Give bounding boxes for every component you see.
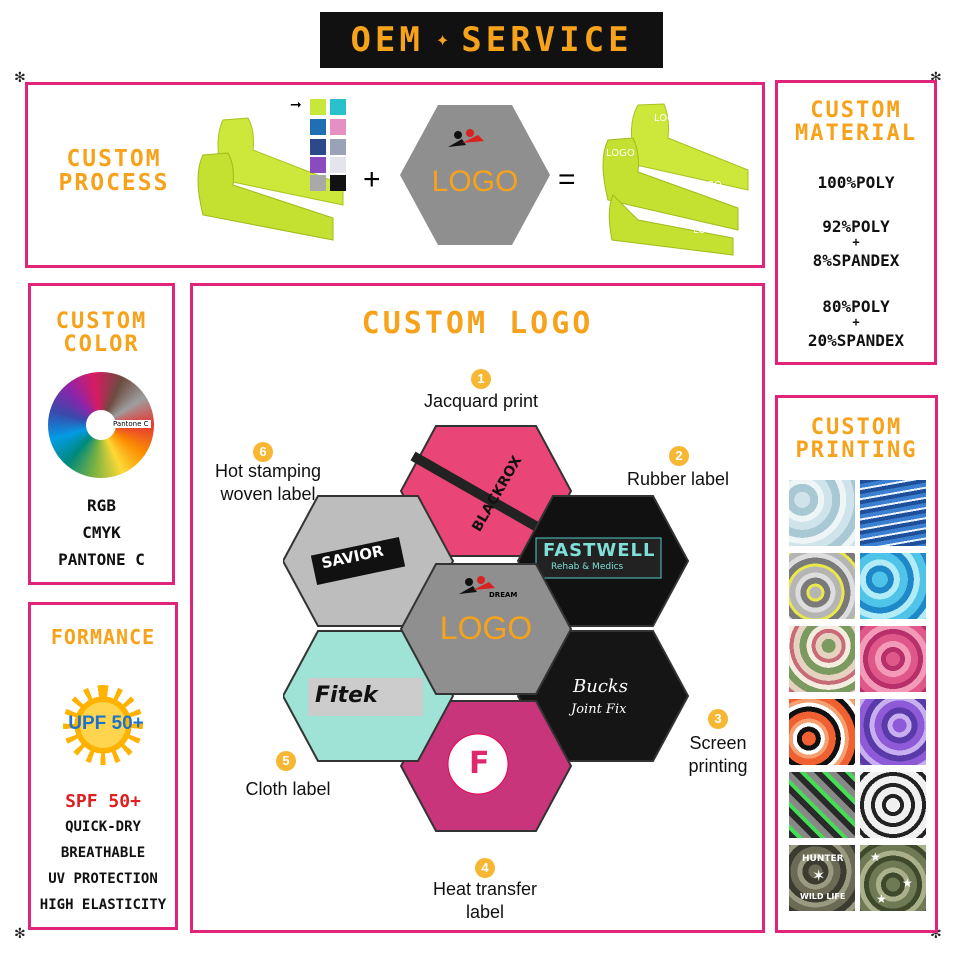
print-pattern-2 xyxy=(860,480,926,546)
hex-text-heat: F xyxy=(469,746,490,781)
color-swatches xyxy=(310,99,350,191)
center-brand-text: DREAM xyxy=(489,591,518,599)
color-swatch xyxy=(310,99,326,115)
method-label-cloth: Cloth label xyxy=(245,779,331,799)
deer-icon: ✶ xyxy=(812,866,826,885)
method-number-6: 6 xyxy=(253,442,273,462)
formance-panel: FORMANCE UPF 50+ SPF 50+ QUICK-DRY BREAT… xyxy=(28,602,178,930)
logo-section-title: CUSTOM LOGO xyxy=(361,306,594,341)
material-item-3-plus: + xyxy=(852,315,860,329)
material-item-2-a: 92%POLY xyxy=(822,217,890,236)
sleeve-logo-text: LOGO xyxy=(693,180,722,191)
star-icon: ★ xyxy=(876,892,887,906)
header-divider-icon: ✦ xyxy=(435,30,450,50)
star-icon: ★ xyxy=(902,876,913,890)
material-item-2-plus: + xyxy=(852,235,860,249)
color-swatch xyxy=(310,175,326,191)
color-swatch xyxy=(310,119,326,135)
process-logo-text: LOGO xyxy=(431,165,519,198)
color-mode-pantone: PANTONE C xyxy=(58,550,145,569)
material-item-2-c: 8%SPANDEX xyxy=(812,251,900,270)
print-pattern-4 xyxy=(860,553,926,619)
print-pattern-6 xyxy=(860,626,926,692)
center-logo-text: LOGO xyxy=(439,610,533,646)
hex-text-screen: Bucks xyxy=(573,676,629,697)
feature-uv-protection: UV PROTECTION xyxy=(48,871,158,887)
method-number-2: 2 xyxy=(669,446,689,466)
print-pattern-7 xyxy=(789,699,855,765)
print-tile-text-2: WILD LIFE xyxy=(800,892,846,901)
color-mode-cmyk: CMYK xyxy=(82,523,121,542)
header-title: OEM xyxy=(350,20,424,60)
method-number-3: 3 xyxy=(708,709,728,729)
custom-printing-panel: CUSTOM PRINTING HUNTER ✶ WILD LIFE ★ ★ ★ xyxy=(775,395,938,933)
star-icon: ★ xyxy=(870,850,881,864)
print-tile-text: HUNTER xyxy=(802,854,844,864)
formance-title: FORMANCE xyxy=(50,625,156,649)
color-wheel-label: Pantone C xyxy=(111,420,151,428)
sleeve-logo-text: LOGO xyxy=(606,148,635,159)
corner-ornament: ✻ xyxy=(930,926,942,942)
color-swatch xyxy=(310,139,326,155)
method-label-heat: Heat transfer label xyxy=(432,879,538,923)
process-title: CUSTOM PROCESS xyxy=(58,146,170,197)
logo-hexagon xyxy=(400,105,550,245)
print-pattern-5 xyxy=(789,626,855,692)
custom-color-panel: CUSTOM COLOR Pantone C RGB CMYK PANTONE … xyxy=(28,283,175,585)
custom-logo-panel: CUSTOM LOGO BLACKROX FASTWELL Rehab & Me… xyxy=(190,283,765,933)
hex-text-cloth: Fitek xyxy=(315,683,378,708)
feature-breathable: BREATHABLE xyxy=(60,845,146,861)
sleeve-logo-text: LOGO xyxy=(693,225,722,236)
hex-text-rubber: FASTWELL xyxy=(543,540,656,561)
method-label-screen: Screen printing xyxy=(688,733,748,777)
print-pattern-1 xyxy=(789,480,855,546)
logo-hexagon-cluster xyxy=(283,425,690,832)
custom-material-panel: CUSTOM MATERIAL 100%POLY 92%POLY + 8%SPA… xyxy=(775,80,937,365)
color-mode-rgb: RGB xyxy=(87,496,116,515)
method-label-hot-stamping: Hot stamping woven label xyxy=(214,461,322,505)
sun-icon xyxy=(63,685,143,765)
color-swatch xyxy=(330,139,346,155)
print-pattern-12 xyxy=(860,845,926,911)
corner-ornament: ✻ xyxy=(930,70,942,86)
print-pattern-10 xyxy=(860,772,926,838)
method-number-5: 5 xyxy=(276,751,296,771)
spf-text: SPF 50+ xyxy=(65,791,141,812)
method-number-1: 1 xyxy=(471,369,491,389)
hex-text-screen-sub: Joint Fix xyxy=(571,702,627,717)
hex-text-rubber-sub: Rehab & Medics xyxy=(551,562,624,572)
print-pattern-11 xyxy=(789,845,855,911)
color-title: CUSTOM COLOR xyxy=(55,309,148,358)
sleeve-logo-text: LOGO xyxy=(654,113,683,124)
method-number-4: 4 xyxy=(475,858,495,878)
print-pattern-3 xyxy=(789,553,855,619)
print-pattern-8 xyxy=(860,699,926,765)
feature-high-elasticity: HIGH ELASTICITY xyxy=(39,897,167,913)
arrow-icon: ➞ xyxy=(290,97,302,113)
color-swatch xyxy=(330,175,346,191)
color-swatch xyxy=(310,157,326,173)
material-item-1: 100%POLY xyxy=(817,173,895,192)
material-item-3-a: 80%POLY xyxy=(822,297,890,316)
color-swatch xyxy=(330,157,346,173)
material-item-3-c: 20%SPANDEX xyxy=(807,331,905,350)
corner-ornament: ✻ xyxy=(14,926,26,942)
method-label-rubber: Rubber label xyxy=(626,469,730,489)
color-swatch xyxy=(330,119,346,135)
logo-sleeves-image xyxy=(602,103,749,256)
method-label-jacquard: Jacquard print xyxy=(423,391,539,411)
printing-title: CUSTOM PRINTING xyxy=(795,415,918,464)
header-banner: OEM ✦ SERVICE xyxy=(320,12,663,68)
print-pattern-9 xyxy=(789,772,855,838)
plus-sign: + xyxy=(363,163,381,196)
corner-ornament: ✻ xyxy=(14,70,26,86)
upf-badge: UPF 50+ xyxy=(68,713,144,734)
material-title: CUSTOM MATERIAL xyxy=(795,98,917,147)
custom-process-panel: CUSTOM PROCESS ➞ + LOGO = LOGO LOGO LOGO… xyxy=(25,82,765,268)
header-title-2: SERVICE xyxy=(461,20,633,60)
equals-sign: = xyxy=(558,163,576,196)
color-swatch xyxy=(330,99,346,115)
feature-quick-dry: QUICK-DRY xyxy=(65,819,141,835)
